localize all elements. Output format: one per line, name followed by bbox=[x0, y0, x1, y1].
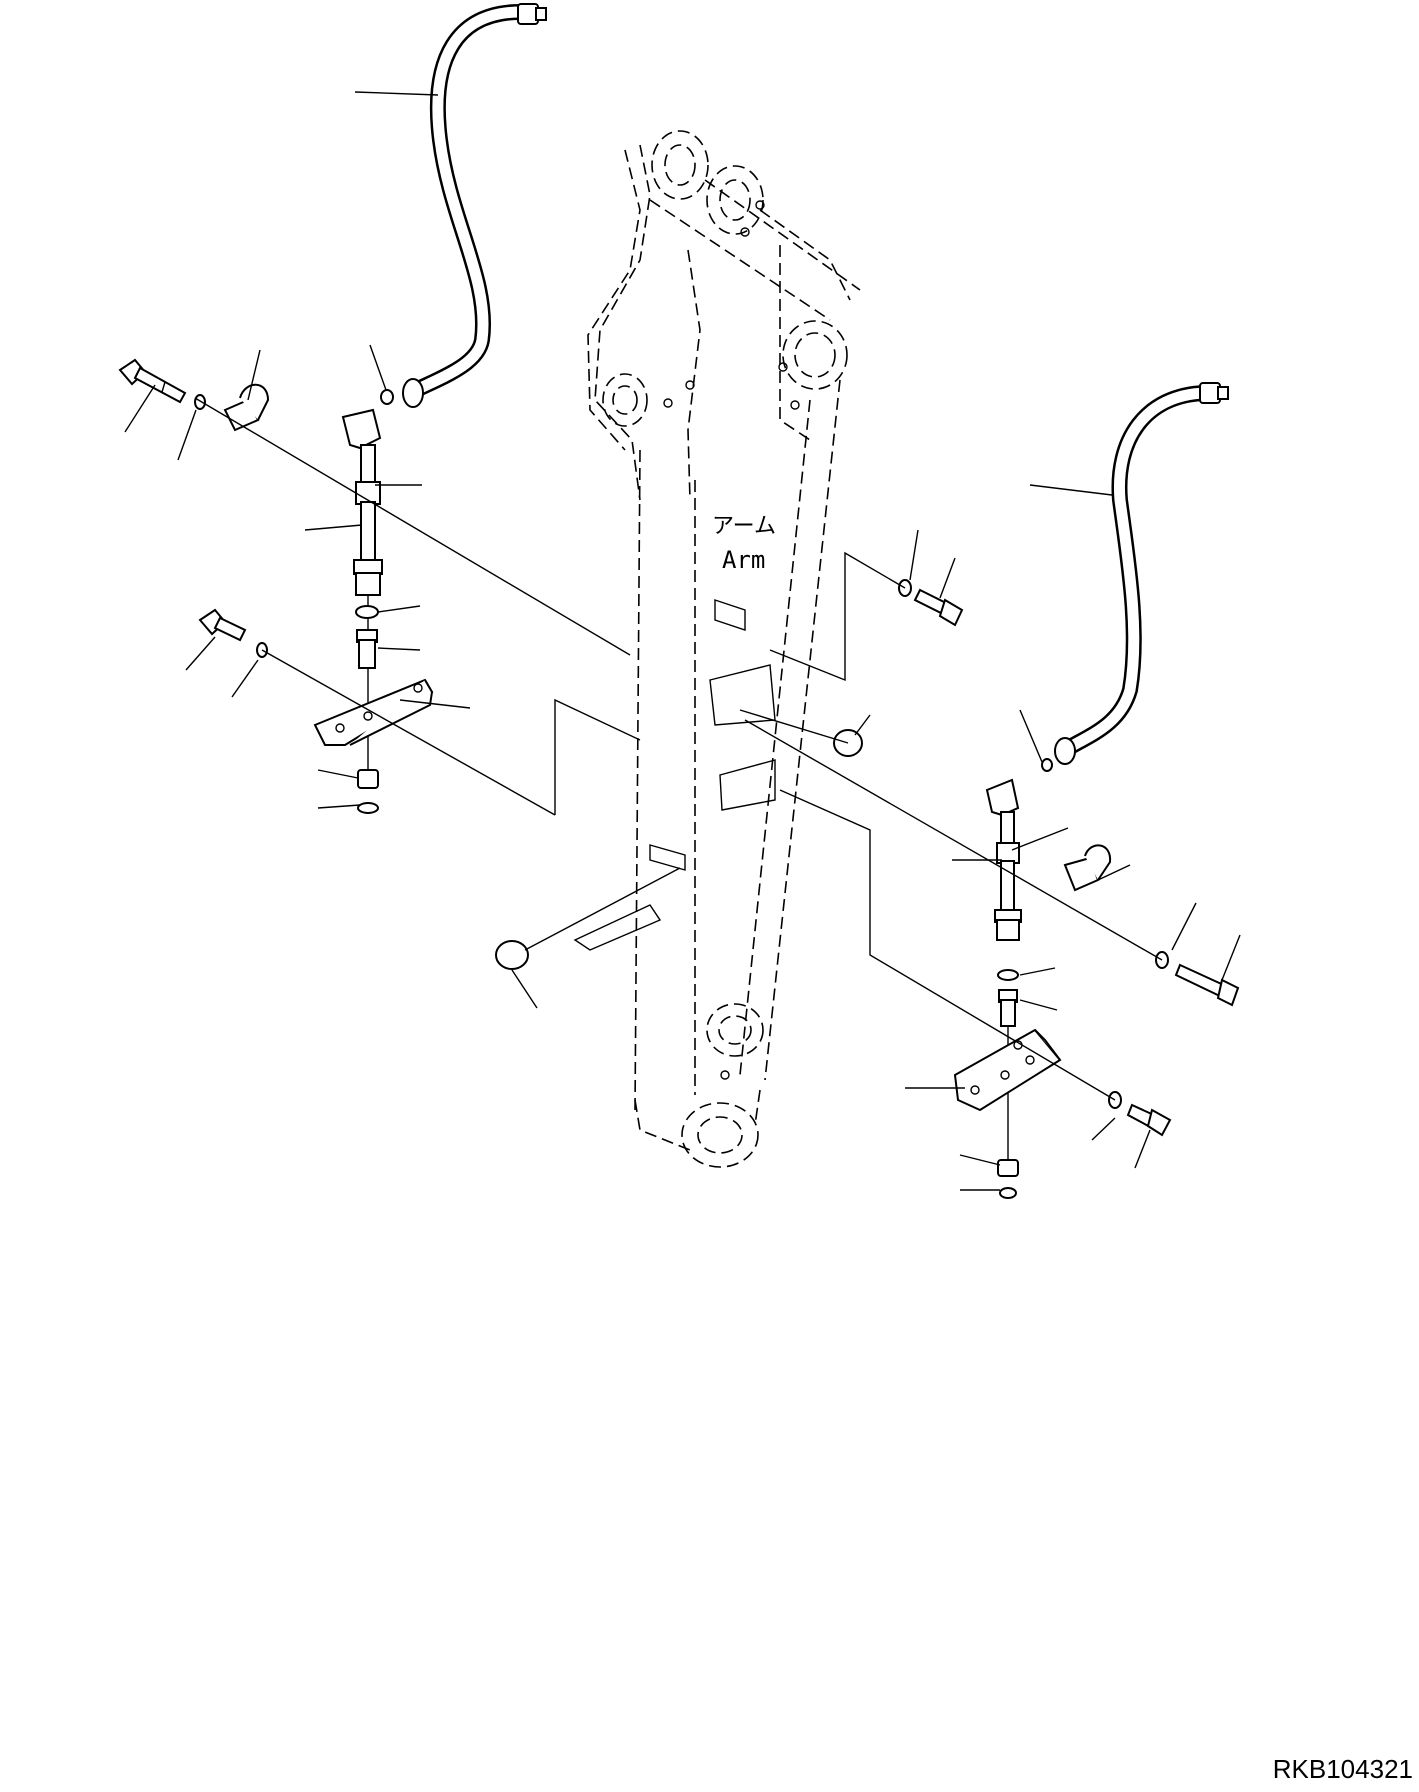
leader-line bbox=[744, 719, 1163, 961]
leader-line bbox=[739, 709, 849, 744]
pipe-assembly-icon bbox=[998, 989, 1018, 1027]
callout-leaders bbox=[124, 91, 1241, 1191]
arm-pad bbox=[573, 904, 662, 951]
o-ring-icon bbox=[1041, 758, 1053, 772]
o-ring-icon bbox=[355, 605, 379, 619]
leader-line bbox=[769, 551, 906, 682]
clamp-icon bbox=[223, 383, 270, 432]
pipe-assembly-icon bbox=[997, 1159, 1019, 1177]
leader-line bbox=[779, 789, 1116, 1101]
bolt-icon bbox=[1174, 963, 1240, 1007]
arm-body bbox=[587, 130, 861, 1168]
pipe-assembly-icon bbox=[356, 629, 378, 669]
o-ring-icon bbox=[380, 389, 394, 405]
bolt-icon bbox=[1126, 1103, 1172, 1137]
pipe-assembly-icon bbox=[357, 769, 379, 789]
leader-line bbox=[194, 397, 631, 656]
o-ring-icon bbox=[999, 1187, 1017, 1199]
bolt-icon bbox=[198, 608, 247, 642]
clamp-icon bbox=[1063, 844, 1112, 892]
arm-label-en: Arm bbox=[722, 546, 765, 574]
blind-plug-icon bbox=[495, 940, 529, 970]
arm-label-jp: アーム bbox=[712, 514, 776, 539]
hydraulic-hose-icon bbox=[1054, 382, 1229, 765]
pipe-assembly-icon bbox=[341, 408, 383, 770]
bolt-icon bbox=[913, 588, 964, 627]
o-ring-icon bbox=[997, 969, 1019, 981]
hydraulic-hose-icon bbox=[402, 3, 547, 408]
bolt-icon bbox=[118, 358, 187, 404]
leader-line bbox=[554, 698, 641, 815]
o-ring-icon bbox=[357, 802, 379, 814]
bracket-icon bbox=[953, 1028, 1062, 1112]
pipe-assembly-icon bbox=[985, 778, 1022, 941]
washer-icon bbox=[194, 394, 206, 410]
drawing-code: RKB104321 bbox=[1272, 1754, 1413, 1784]
leader-line bbox=[261, 649, 556, 816]
leader-line bbox=[524, 867, 681, 951]
